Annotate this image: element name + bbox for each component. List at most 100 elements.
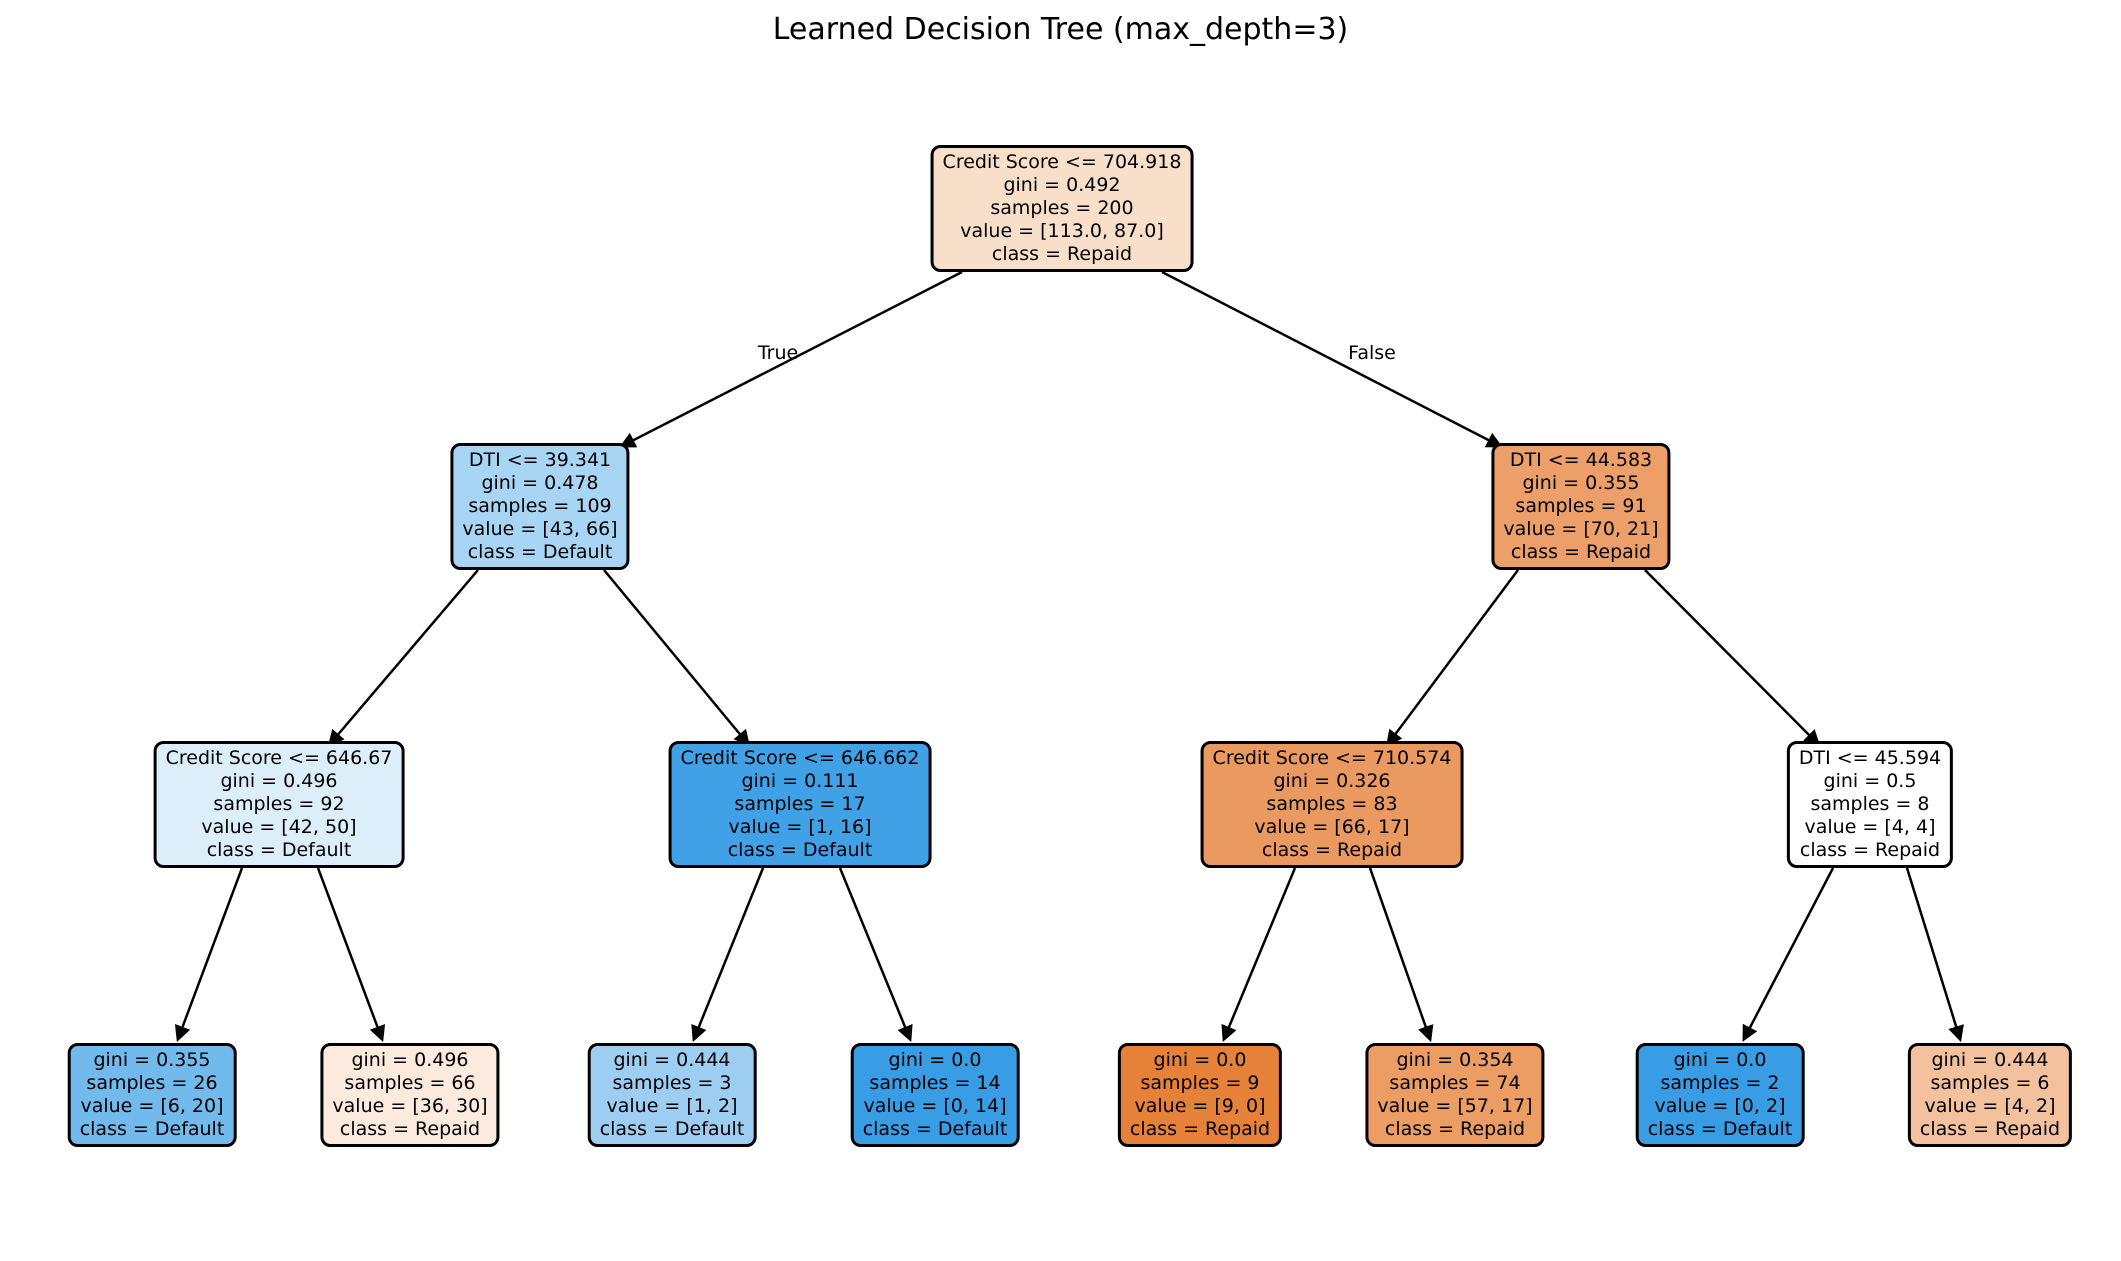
node-class: class = Repaid — [1261, 839, 1403, 861]
node-value: value = [4, 4] — [1804, 816, 1936, 838]
node-samples: samples = 8 — [1810, 793, 1930, 815]
tree-node-dti-45: DTI <= 45.594 gini = 0.5 samples = 8 val… — [1786, 741, 1954, 868]
tree-node-cs-710: Credit Score <= 710.574 gini = 0.326 sam… — [1200, 741, 1464, 868]
node-samples: samples = 26 — [86, 1072, 218, 1094]
edge-cs710-to-leaf5 — [1221, 867, 1297, 1043]
tree-leaf-8: gini = 0.444 samples = 6 value = [4, 2] … — [1907, 1043, 2073, 1147]
edge-label-false: False — [1348, 342, 1396, 364]
node-gini: gini = 0.0 — [888, 1049, 982, 1071]
node-gini: gini = 0.492 — [1003, 174, 1121, 196]
node-class: class = Default — [206, 839, 352, 861]
node-class: class = Default — [862, 1118, 1008, 1140]
node-samples: samples = 66 — [344, 1072, 476, 1094]
node-value: value = [1, 16] — [728, 816, 872, 838]
node-gini: gini = 0.5 — [1823, 770, 1917, 792]
tree-leaf-3: gini = 0.444 samples = 3 value = [1, 2] … — [587, 1043, 757, 1147]
tree-leaf-7: gini = 0.0 samples = 2 value = [0, 2] cl… — [1635, 1043, 1805, 1147]
node-gini: gini = 0.0 — [1153, 1049, 1247, 1071]
node-samples: samples = 91 — [1515, 495, 1647, 517]
node-gini: gini = 0.444 — [613, 1049, 731, 1071]
node-value: value = [57, 17] — [1377, 1095, 1533, 1117]
node-gini: gini = 0.496 — [351, 1049, 469, 1071]
node-class: class = Default — [79, 1118, 225, 1140]
node-split-condition: Credit Score <= 710.574 — [1212, 747, 1452, 769]
node-value: value = [42, 50] — [201, 816, 357, 838]
node-samples: samples = 83 — [1266, 793, 1398, 815]
node-split-condition: DTI <= 39.341 — [468, 449, 612, 471]
node-split-condition: DTI <= 44.583 — [1509, 449, 1653, 471]
node-gini: gini = 0.355 — [93, 1049, 211, 1071]
tree-node-dti-39: DTI <= 39.341 gini = 0.478 samples = 109… — [450, 443, 630, 570]
edge-dti45-to-leaf7 — [1742, 867, 1835, 1042]
edge-dti45-to-leaf8 — [1905, 867, 1964, 1043]
node-gini: gini = 0.496 — [220, 770, 338, 792]
tree-node-cs-646-67: Credit Score <= 646.67 gini = 0.496 samp… — [153, 741, 405, 868]
node-class: class = Repaid — [1799, 839, 1941, 861]
tree-leaf-6: gini = 0.354 samples = 74 value = [57, 1… — [1365, 1043, 1545, 1147]
node-class: class = Repaid — [339, 1118, 481, 1140]
node-gini: gini = 0.478 — [481, 472, 599, 494]
node-samples: samples = 2 — [1660, 1072, 1780, 1094]
node-samples: samples = 200 — [990, 197, 1134, 219]
tree-leaf-4: gini = 0.0 samples = 14 value = [0, 14] … — [850, 1043, 1020, 1147]
node-class: class = Repaid — [1919, 1118, 2061, 1140]
edge-dti39-to-left — [327, 569, 479, 747]
node-class: class = Repaid — [1384, 1118, 1526, 1140]
edge-label-true: True — [757, 342, 799, 364]
node-gini: gini = 0.444 — [1931, 1049, 2049, 1071]
node-gini: gini = 0.0 — [1673, 1049, 1767, 1071]
node-class: class = Repaid — [1129, 1118, 1271, 1140]
node-value: value = [43, 66] — [462, 518, 618, 540]
edge-root-to-right — [1161, 270, 1503, 448]
node-gini: gini = 0.326 — [1273, 770, 1391, 792]
node-split-condition: DTI <= 45.594 — [1798, 747, 1942, 769]
edge-cs646662-to-leaf3 — [691, 867, 765, 1043]
node-samples: samples = 14 — [869, 1072, 1001, 1094]
node-value: value = [0, 2] — [1654, 1095, 1786, 1117]
tree-node-dti-44: DTI <= 44.583 gini = 0.355 samples = 91 … — [1491, 443, 1671, 570]
tree-node-cs-646-662: Credit Score <= 646.662 gini = 0.111 sam… — [668, 741, 932, 868]
tree-node-root: Credit Score <= 704.918 gini = 0.492 sam… — [930, 145, 1194, 272]
node-samples: samples = 17 — [734, 793, 866, 815]
node-class: class = Default — [599, 1118, 745, 1140]
node-value: value = [1, 2] — [606, 1095, 738, 1117]
node-samples: samples = 6 — [1930, 1072, 2050, 1094]
node-class: class = Default — [467, 541, 613, 563]
tree-leaf-5: gini = 0.0 samples = 9 value = [9, 0] cl… — [1117, 1043, 1283, 1147]
node-gini: gini = 0.355 — [1522, 472, 1640, 494]
edge-dti39-to-right — [603, 569, 751, 747]
node-value: value = [4, 2] — [1924, 1095, 2056, 1117]
tree-leaf-1: gini = 0.355 samples = 26 value = [6, 20… — [67, 1043, 237, 1147]
node-samples: samples = 92 — [213, 793, 345, 815]
node-class: class = Default — [1647, 1118, 1793, 1140]
node-value: value = [0, 14] — [863, 1095, 1007, 1117]
node-class: class = Repaid — [1510, 541, 1652, 563]
node-value: value = [36, 30] — [332, 1095, 488, 1117]
edge-cs710-to-leaf6 — [1368, 867, 1434, 1043]
edge-cs646662-to-leaf4 — [838, 867, 913, 1043]
node-class: class = Repaid — [991, 243, 1133, 265]
node-value: value = [9, 0] — [1134, 1095, 1266, 1117]
edge-root-to-left — [619, 270, 963, 448]
node-samples: samples = 74 — [1389, 1072, 1521, 1094]
node-value: value = [70, 21] — [1503, 518, 1659, 540]
tree-leaf-2: gini = 0.496 samples = 66 value = [36, 3… — [320, 1043, 500, 1147]
node-samples: samples = 9 — [1140, 1072, 1260, 1094]
figure-title: Learned Decision Tree (max_depth=3) — [772, 12, 1349, 47]
node-split-condition: Credit Score <= 704.918 — [942, 151, 1182, 173]
node-samples: samples = 3 — [612, 1072, 732, 1094]
node-value: value = [6, 20] — [80, 1095, 224, 1117]
node-split-condition: Credit Score <= 646.662 — [680, 747, 920, 769]
node-class: class = Default — [727, 839, 873, 861]
node-gini: gini = 0.111 — [741, 770, 859, 792]
node-value: value = [66, 17] — [1254, 816, 1410, 838]
edge-dti44-to-left — [1386, 569, 1520, 747]
node-samples: samples = 109 — [468, 495, 612, 517]
edge-cs64667-to-leaf2 — [316, 867, 386, 1043]
edge-cs64667-to-leaf1 — [174, 867, 244, 1043]
node-value: value = [113.0, 87.0] — [960, 220, 1164, 242]
node-split-condition: Credit Score <= 646.67 — [165, 747, 393, 769]
edge-dti44-to-right — [1644, 569, 1821, 747]
